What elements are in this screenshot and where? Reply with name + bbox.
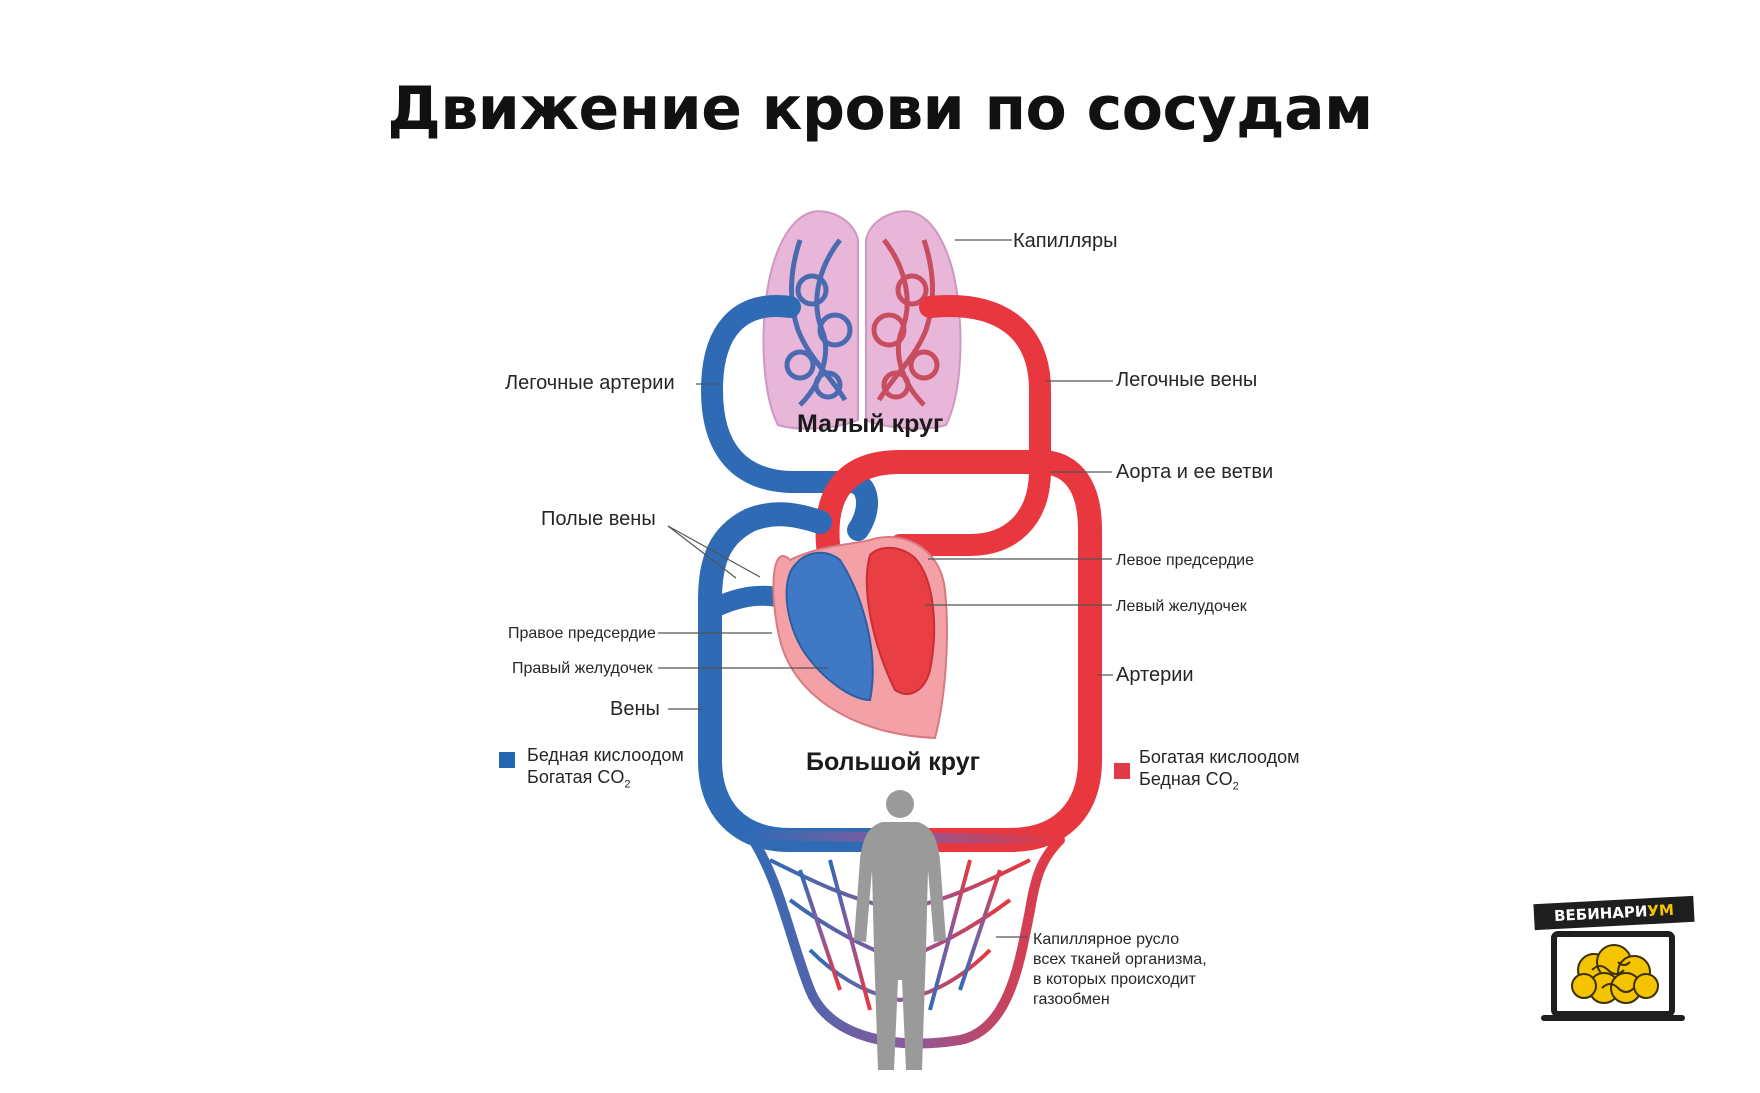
label-left-atrium: Левое предсердие — [1116, 552, 1255, 569]
label-pulmonary-veins: Легочные вены — [1116, 369, 1258, 391]
small-circle-label: Малый круг — [797, 410, 944, 438]
capillary-bed-line-4: газообмен — [1033, 991, 1110, 1008]
label-capillary-bed: Капиллярное русло всех тканей организма,… — [1033, 930, 1207, 1010]
vena-cava-loop — [698, 502, 892, 852]
leader-lines — [658, 239, 1113, 938]
lung-capillaries-right — [871, 238, 940, 407]
human-silhouette — [854, 790, 946, 1070]
capillary-bed-line-2: всех тканей организма, — [1033, 951, 1207, 968]
label-aorta: Аорта и ее ветви — [1116, 461, 1274, 483]
lungs — [762, 210, 962, 430]
pulmonary-vein-loop — [889, 295, 1051, 556]
large-circle-label: Большой круг — [806, 748, 981, 776]
legend-poor-line-2: Богатая CO2 — [527, 767, 631, 791]
pulmonary-artery-loop — [700, 295, 878, 541]
legend-swatch-oxygen-rich — [1114, 763, 1130, 779]
label-vena-cava: Полые вены — [541, 508, 656, 530]
left-heart-chambers — [865, 546, 936, 695]
label-pulmonary-arteries: Легочные артерии — [505, 372, 675, 394]
label-veins: Вены — [610, 698, 660, 720]
label-right-atrium: Правое предсердие — [508, 625, 656, 642]
heart — [772, 536, 948, 740]
legend-oxygen-poor: Бедная кислоодом Богатая CO2 — [527, 744, 684, 796]
label-left-ventricle: Левый желудочек — [1116, 598, 1247, 615]
capillary-bed-shape — [745, 830, 1065, 1049]
label-right-ventricle: Правый желудочек — [512, 660, 653, 677]
legend-rich-line-2: Бедная CO2 — [1139, 769, 1239, 793]
capillary-bed-line-3: в которых происходит — [1033, 971, 1196, 988]
label-arteries: Артерии — [1116, 664, 1194, 686]
legend-swatch-oxygen-poor — [499, 752, 515, 768]
label-capillaries: Капилляры — [1013, 230, 1118, 252]
capillary-bed-line-1: Капиллярное русло — [1033, 931, 1180, 948]
right-heart-chambers — [785, 551, 874, 702]
legend-rich-line-1: Богатая кислоодом — [1139, 747, 1300, 767]
aorta-loop — [815, 450, 1102, 852]
page-title: Движение крови по сосудам — [387, 74, 1373, 144]
legend-oxygen-rich: Богатая кислоодом Бедная CO2 — [1139, 746, 1300, 798]
brain-laptop-icon — [1541, 931, 1685, 1021]
legend-poor-line-1: Бедная кислоодом — [527, 745, 684, 765]
webinarium-logo: ВЕБИНАРИУМ — [1533, 895, 1695, 1030]
